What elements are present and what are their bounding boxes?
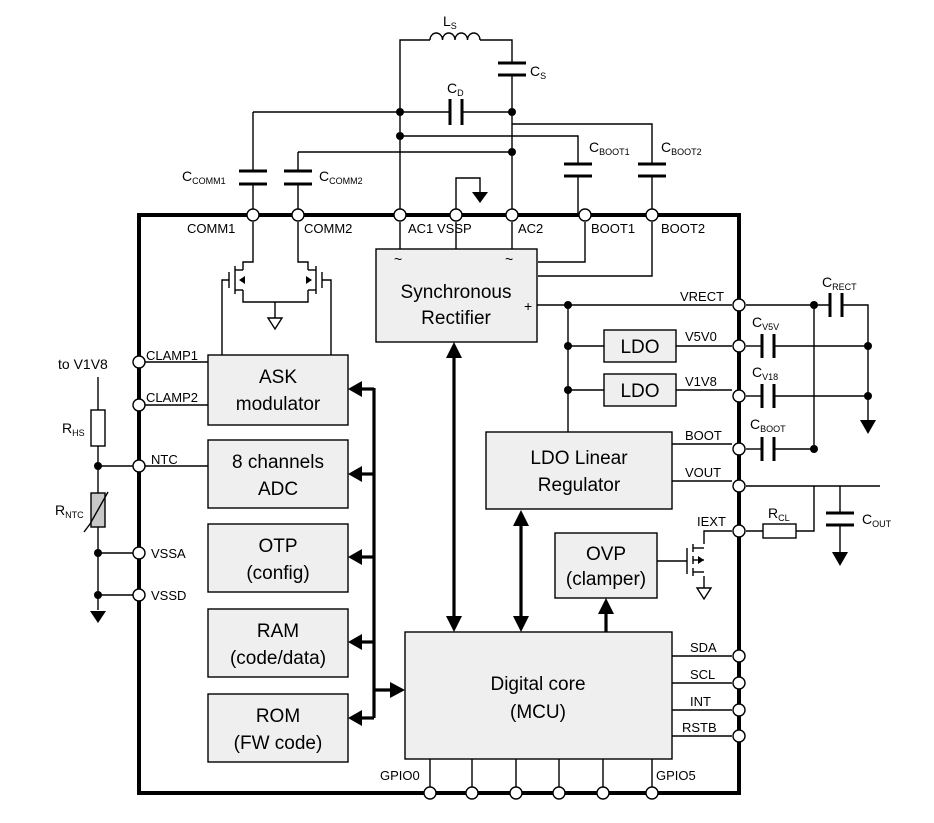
- ground-icon-comm: [266, 317, 284, 331]
- label-crect: CRECT: [822, 274, 857, 292]
- resistor-rcl: [762, 523, 797, 539]
- pin-v1v8: V1V8: [685, 374, 717, 389]
- svg-text:Rectifier: Rectifier: [421, 308, 491, 329]
- block-adc: 8 channels ADC: [207, 439, 349, 509]
- block-ldo-1: LDO: [603, 329, 677, 363]
- svg-text:OTP: OTP: [258, 536, 297, 557]
- svg-text:(clamper): (clamper): [566, 569, 646, 590]
- pin-clamp1: CLAMP1: [146, 348, 198, 363]
- svg-text:Regulator: Regulator: [538, 475, 621, 496]
- pin-comm2: COMM2: [304, 221, 352, 236]
- svg-text:ROM: ROM: [256, 706, 300, 727]
- pin-clamp2: CLAMP2: [146, 390, 198, 405]
- block-ovp-clamper: OVP (clamper): [554, 532, 658, 599]
- block-synchronous-rectifier: Synchronous Rectifier ~ ~ +: [375, 248, 538, 343]
- pin-pads: [132, 208, 746, 800]
- bus-arrows: [348, 342, 614, 726]
- internal-wiring: [145, 222, 732, 787]
- rectifier-plus: +: [524, 298, 532, 314]
- label-ccomm1: CCOMM1: [182, 168, 226, 186]
- svg-text:(config): (config): [246, 563, 309, 584]
- label-cd: CD: [447, 80, 464, 98]
- label-cboot: CBOOT: [750, 416, 786, 434]
- pin-gpio5: GPIO5: [656, 768, 696, 783]
- svg-text:LDO: LDO: [620, 381, 659, 402]
- label-cout: COUT: [862, 511, 892, 529]
- pin-vout: VOUT: [685, 465, 721, 480]
- svg-text:Digital core: Digital core: [490, 674, 585, 695]
- pin-vrect: VRECT: [680, 289, 724, 304]
- capacitor-cboot2: [638, 162, 666, 178]
- capacitor-cboot1: [564, 162, 592, 178]
- pin-int: INT: [690, 694, 711, 709]
- top-external-wiring: [252, 39, 653, 214]
- svg-text:modulator: modulator: [236, 394, 321, 415]
- block-ram: RAM (code/data): [207, 608, 349, 678]
- pin-sda: SDA: [690, 640, 717, 655]
- pin-comm1: COMM1: [187, 221, 235, 236]
- label-rcl: RCL: [768, 505, 790, 523]
- label-cs: CS: [530, 63, 546, 81]
- nmos-arrow-ovp: [698, 556, 704, 564]
- pin-rstb: RSTB: [682, 720, 717, 735]
- label-ccomm2: CCOMM2: [319, 168, 363, 186]
- label-rhs: RHS: [62, 420, 85, 438]
- capacitor-cd: [448, 99, 464, 125]
- pin-v5v0: V5V0: [685, 329, 717, 344]
- pin-vssd: VSSD: [151, 588, 186, 603]
- ground-icon-ovp: [695, 587, 713, 601]
- label-rntc: RNTC: [55, 502, 84, 520]
- svg-text:(FW code): (FW code): [234, 733, 323, 754]
- label-ls: LS: [443, 13, 457, 31]
- pin-gpio0: GPIO0: [380, 768, 420, 783]
- rectifier-tilde-right: ~: [505, 251, 513, 267]
- pin-boot1: BOOT1: [591, 221, 635, 236]
- block-digital-core: Digital core (MCU): [404, 631, 673, 760]
- label-cboot2: CBOOT2: [661, 139, 702, 157]
- svg-text:8 channels: 8 channels: [232, 452, 324, 473]
- ground-arrow-vssp: [472, 192, 488, 203]
- pin-boot: BOOT: [685, 428, 722, 443]
- capacitor-ccomm1: [239, 169, 267, 186]
- chip-outline: [137, 213, 741, 795]
- svg-text:LDO: LDO: [620, 337, 659, 358]
- junction-dots-internal: [564, 301, 572, 394]
- capacitor-cs: [498, 61, 526, 77]
- label-to-v1v8: to V1V8: [58, 356, 108, 372]
- svg-text:Synchronous: Synchronous: [401, 282, 512, 303]
- nmos-arrow-comm2: [306, 276, 312, 284]
- svg-text:LDO Linear: LDO Linear: [530, 448, 628, 469]
- pin-vssa: VSSA: [151, 546, 186, 561]
- svg-text:(MCU): (MCU): [510, 702, 566, 723]
- pin-boot2: BOOT2: [661, 221, 705, 236]
- label-cv18: CV18: [752, 364, 778, 382]
- right-external-circuit: [746, 293, 880, 566]
- label-cboot1: CBOOT1: [589, 139, 630, 157]
- label-cv5v: CV5V: [752, 314, 779, 332]
- block-ldo-linear-regulator: LDO Linear Regulator: [485, 431, 673, 510]
- block-otp: OTP (config): [207, 523, 349, 593]
- resistor-rhs: [90, 409, 106, 447]
- rectifier-tilde-left: ~: [394, 251, 402, 267]
- pin-ntc: NTC: [151, 452, 178, 467]
- nmos-arrow-comm1: [239, 276, 245, 284]
- capacitor-ccomm2: [284, 169, 312, 186]
- pin-scl: SCL: [690, 667, 715, 682]
- svg-text:ADC: ADC: [258, 479, 298, 500]
- svg-text:(code/data): (code/data): [230, 648, 326, 669]
- left-external-circuit: [83, 377, 133, 623]
- junction-dots-top: [396, 108, 516, 156]
- inductor-ls: [429, 32, 481, 41]
- pin-ac2: AC2: [518, 221, 543, 236]
- block-rom: ROM (FW code): [207, 693, 349, 763]
- pin-ac1: AC1: [408, 221, 433, 236]
- svg-text:ASK: ASK: [259, 367, 297, 388]
- block-ldo-2: LDO: [603, 373, 677, 407]
- pin-iext: IEXT: [697, 514, 726, 529]
- block-ask-modulator: ASK modulator: [207, 354, 349, 426]
- pin-vssp: VSSP: [437, 221, 472, 236]
- svg-text:RAM: RAM: [257, 621, 299, 642]
- svg-text:OVP: OVP: [586, 544, 626, 565]
